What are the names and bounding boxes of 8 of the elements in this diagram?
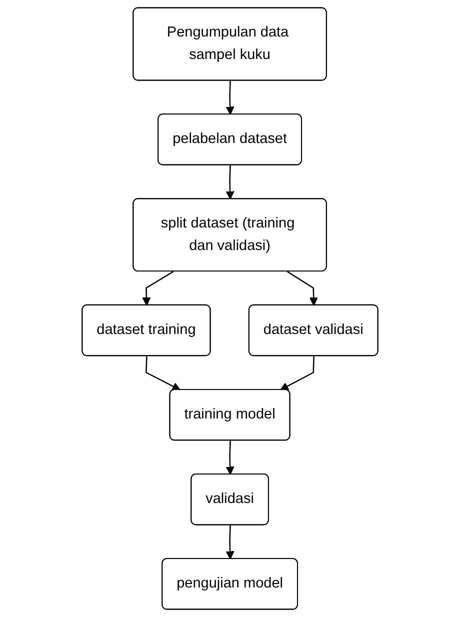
- arrow: [280, 356, 314, 390]
- arrow: [226, 440, 234, 475]
- arrow: [226, 525, 234, 560]
- arrow: [146, 356, 180, 390]
- arrow: [226, 80, 234, 115]
- arrow: [286, 271, 318, 306]
- arrow: [142, 271, 174, 306]
- arrow: [226, 165, 234, 200]
